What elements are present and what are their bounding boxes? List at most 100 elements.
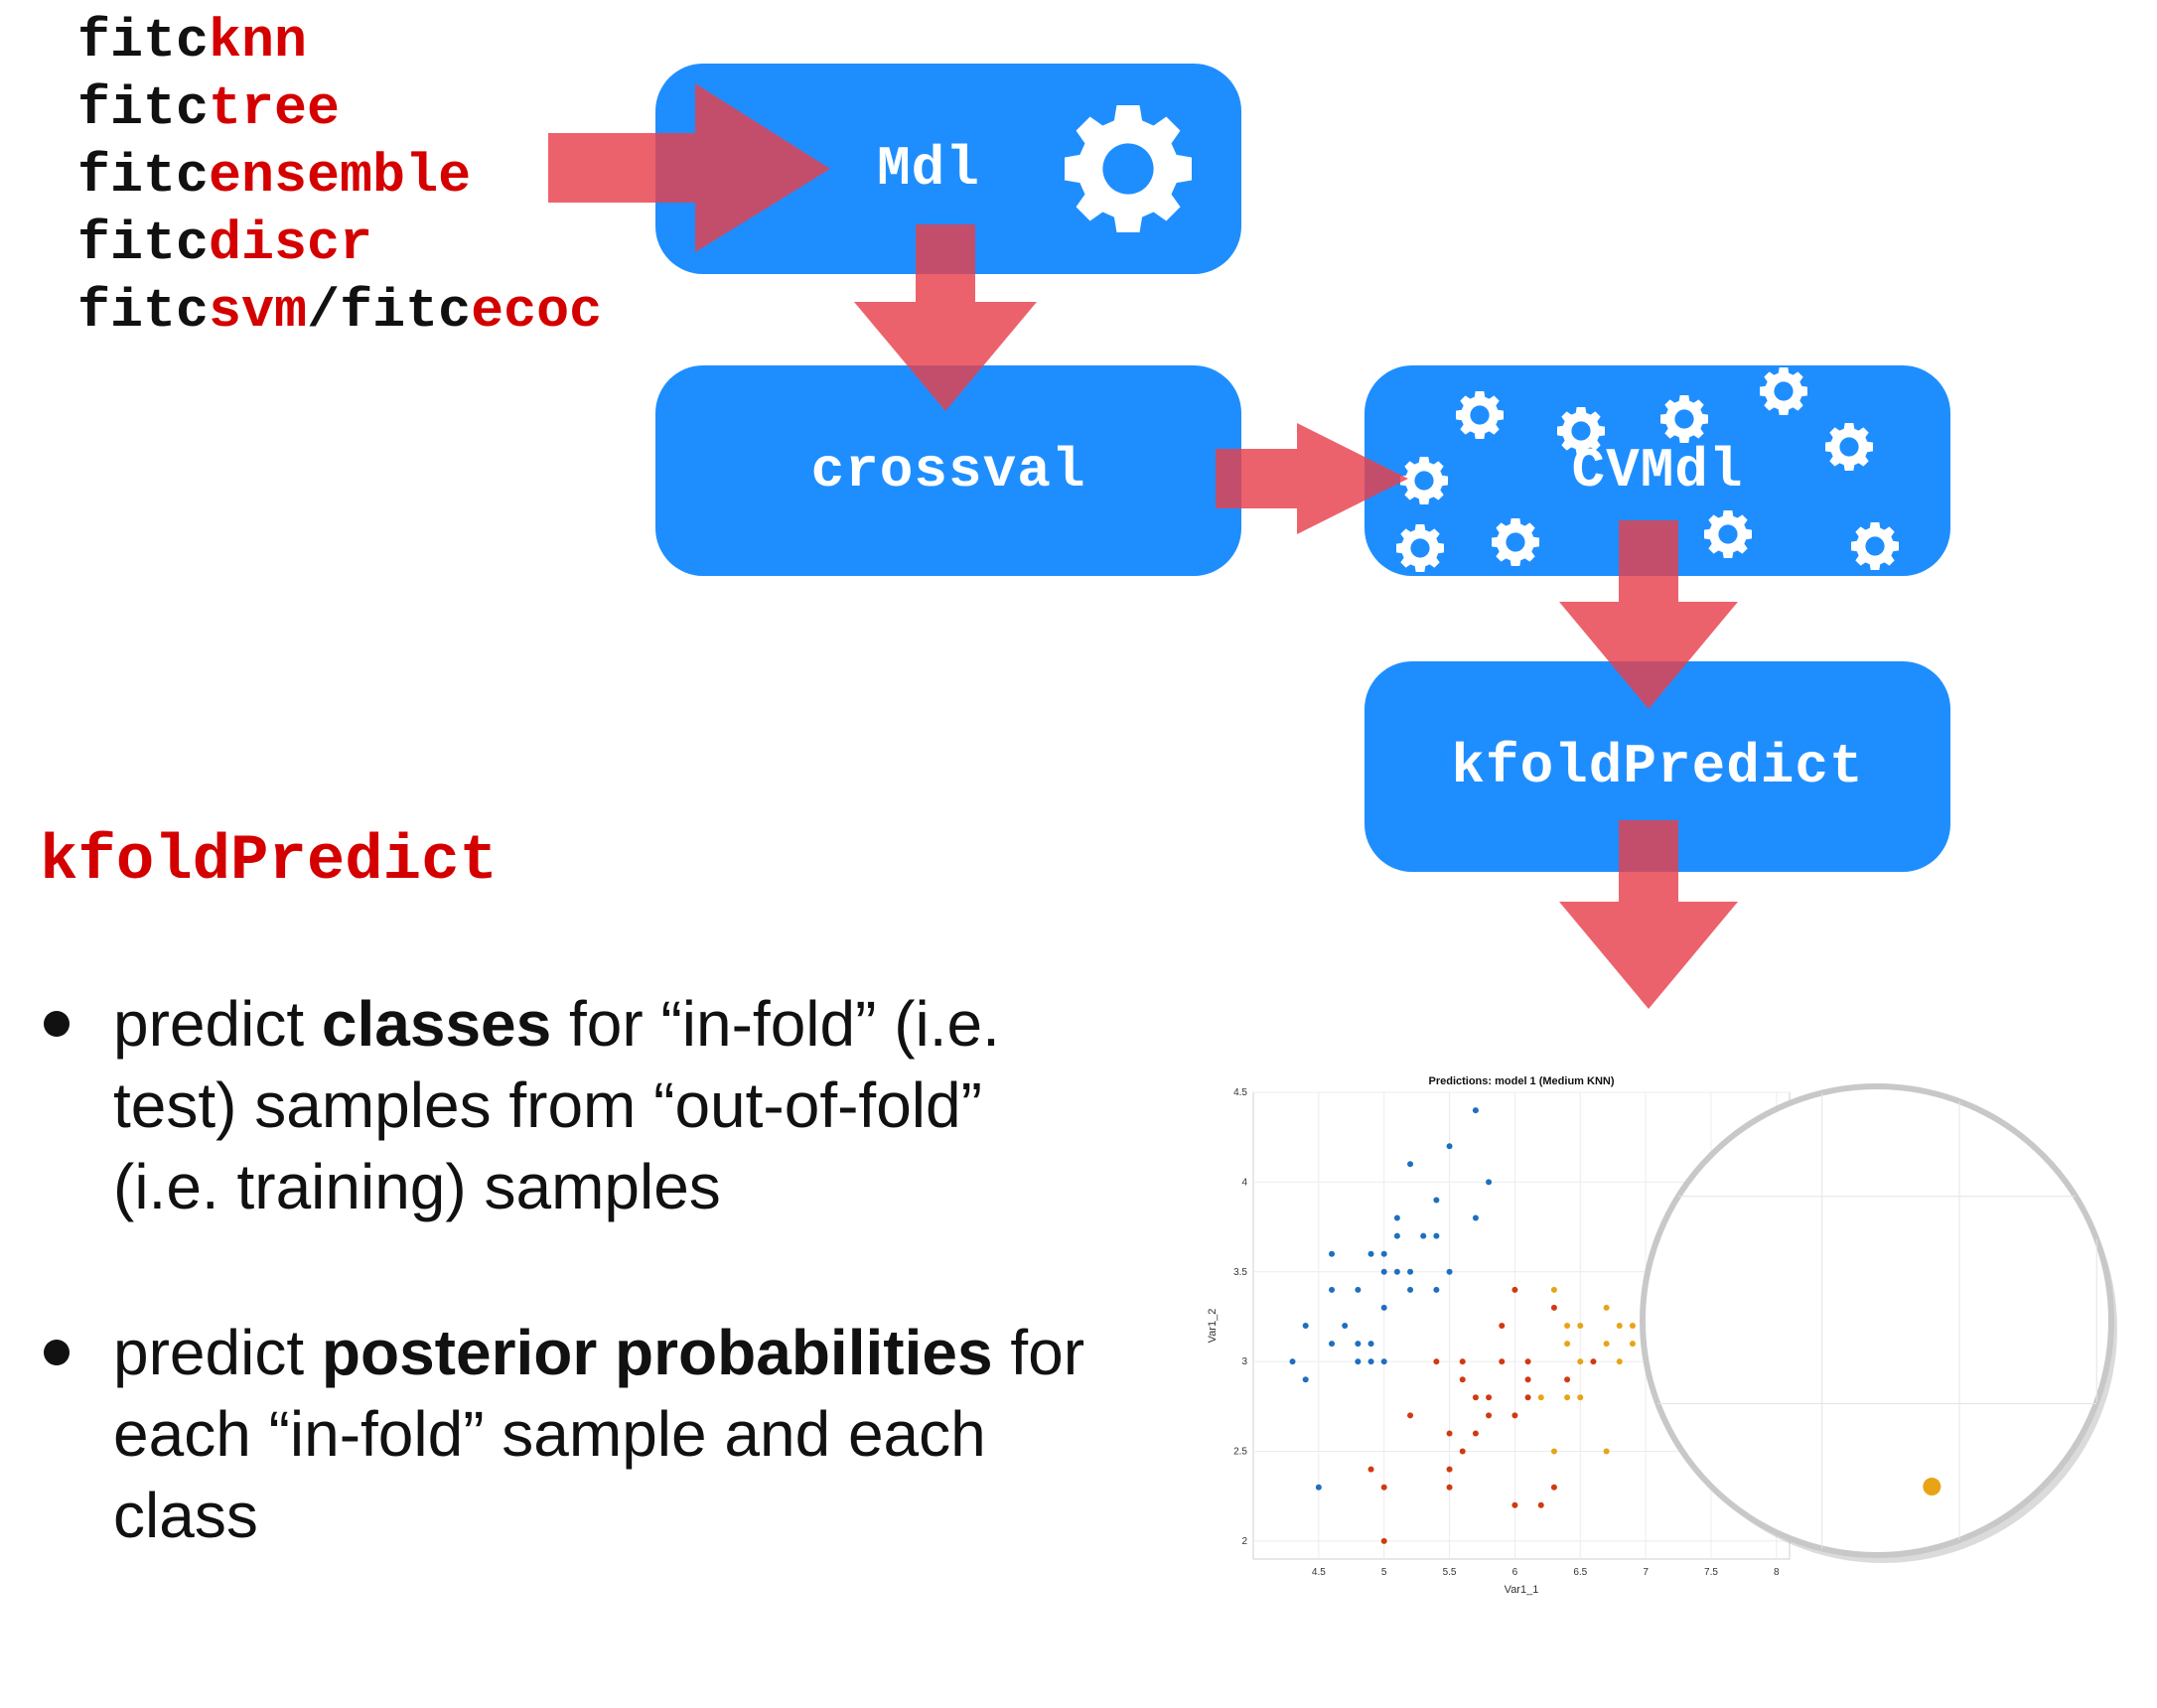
bullet-list: predict classes for “in-fold” (i.e. test… [30, 983, 1102, 1640]
data-point [1472, 1214, 1479, 1221]
bullet-dot [44, 1011, 70, 1037]
mdl-label: Mdl [877, 137, 980, 201]
data-point [1315, 1484, 1322, 1491]
data-point [1499, 1358, 1506, 1365]
fit-function-item: fitcensemble [77, 143, 602, 211]
chart-title: Predictions: model 1 (Medium KNN) [1428, 1075, 1614, 1087]
data-point [1629, 1323, 1636, 1329]
data-point [1433, 1197, 1440, 1204]
y-axis-label: Var1_2 [1207, 1309, 1219, 1344]
y-tick-label: 2.5 [1233, 1447, 1247, 1458]
data-point [1380, 1358, 1387, 1365]
data-point [1537, 1394, 1544, 1401]
y-tick-label: 4 [1241, 1177, 1247, 1188]
data-point [1564, 1394, 1571, 1401]
data-point [1550, 1304, 1557, 1311]
bullet-text-bold: classes [321, 988, 552, 1060]
x-tick-label: 4.5 [1312, 1567, 1326, 1578]
x-tick-label: 6.5 [1573, 1567, 1587, 1578]
data-point [1393, 1268, 1400, 1275]
x-tick-label: 6 [1512, 1567, 1518, 1578]
data-point [1407, 1161, 1414, 1168]
data-point [1616, 1358, 1623, 1365]
fit-function-prefix: fitc [340, 280, 472, 343]
bullet-text-bold: posterior probabilities [321, 1317, 993, 1388]
bullet-item: predict posterior probabilities for each… [30, 1312, 1102, 1556]
data-point [1550, 1448, 1557, 1455]
data-point [1367, 1358, 1374, 1365]
data-point [1329, 1250, 1336, 1257]
fit-function-suffix: ecoc [471, 280, 603, 343]
fit-function-prefix: fitc [77, 145, 210, 208]
kfoldpredict-label: kfoldPredict [1451, 735, 1864, 798]
data-point [1459, 1358, 1466, 1365]
data-point [1603, 1341, 1610, 1348]
data-point [1499, 1323, 1506, 1329]
data-point [1393, 1214, 1400, 1221]
fit-function-suffix: ensemble [209, 145, 472, 208]
arrow-mdl-to-crossval [854, 224, 1037, 411]
x-axis-label: Var1_1 [1505, 1584, 1539, 1596]
data-point [1407, 1286, 1414, 1293]
gear-icon [1400, 457, 1448, 504]
bullet-text-post: for each “in-fold” sample and each class [113, 1317, 1084, 1551]
fit-function-prefix: / [307, 280, 341, 343]
data-point [1564, 1323, 1571, 1329]
x-tick-label: 7.5 [1704, 1567, 1718, 1578]
gear-icon [1456, 391, 1504, 439]
gear-icon [1065, 105, 1192, 232]
gear-icon [1760, 367, 1807, 415]
gear-icon [1396, 524, 1444, 572]
data-point [1486, 1394, 1493, 1401]
data-point [1524, 1358, 1531, 1365]
data-point [1433, 1358, 1440, 1365]
fit-function-item: fitcsvm/fitcecoc [77, 278, 602, 346]
y-tick-label: 3 [1241, 1356, 1247, 1367]
data-point [1550, 1484, 1557, 1491]
data-point [1380, 1250, 1387, 1257]
fit-function-prefix: fitc [77, 280, 210, 343]
y-tick-label: 3.5 [1233, 1267, 1247, 1278]
data-point [1446, 1268, 1453, 1275]
data-point [1577, 1358, 1584, 1365]
data-point [1355, 1358, 1362, 1365]
data-point [1524, 1394, 1531, 1401]
gear-icon [1557, 407, 1605, 455]
x-tick-label: 8 [1774, 1567, 1780, 1578]
data-point [1393, 1232, 1400, 1239]
data-point [1446, 1466, 1453, 1473]
data-point [1511, 1501, 1518, 1508]
gear-icon [1704, 510, 1752, 558]
fit-function-prefix: fitc [77, 77, 210, 140]
data-point [1380, 1268, 1387, 1275]
data-point [1537, 1501, 1544, 1508]
data-point [1446, 1430, 1453, 1437]
data-point [1511, 1412, 1518, 1419]
data-point [1564, 1341, 1571, 1348]
gear-icon [1492, 518, 1539, 566]
x-tick-label: 5.5 [1443, 1567, 1457, 1578]
data-point [1564, 1376, 1571, 1383]
data-point [1433, 1232, 1440, 1239]
data-point [1407, 1412, 1414, 1419]
data-point [1577, 1323, 1584, 1329]
bullet-text-pre: predict [113, 1317, 322, 1388]
crossval-label: crossval [810, 439, 1086, 502]
gear-icon [1825, 423, 1873, 471]
data-point [1355, 1341, 1362, 1348]
data-point [1603, 1304, 1610, 1311]
data-point [1302, 1323, 1309, 1329]
arrow-kfold-to-plot [1559, 820, 1738, 1009]
data-point [1524, 1376, 1531, 1383]
x-tick-label: 7 [1643, 1567, 1649, 1578]
gear-icon [1851, 522, 1899, 570]
data-point [1367, 1250, 1374, 1257]
fit-function-suffix: knn [209, 10, 308, 72]
fit-function-item: fitctree [77, 75, 602, 143]
fit-function-suffix: tree [209, 77, 341, 140]
gear-icon [1660, 395, 1708, 443]
section-title: kfoldPredict [40, 826, 498, 898]
